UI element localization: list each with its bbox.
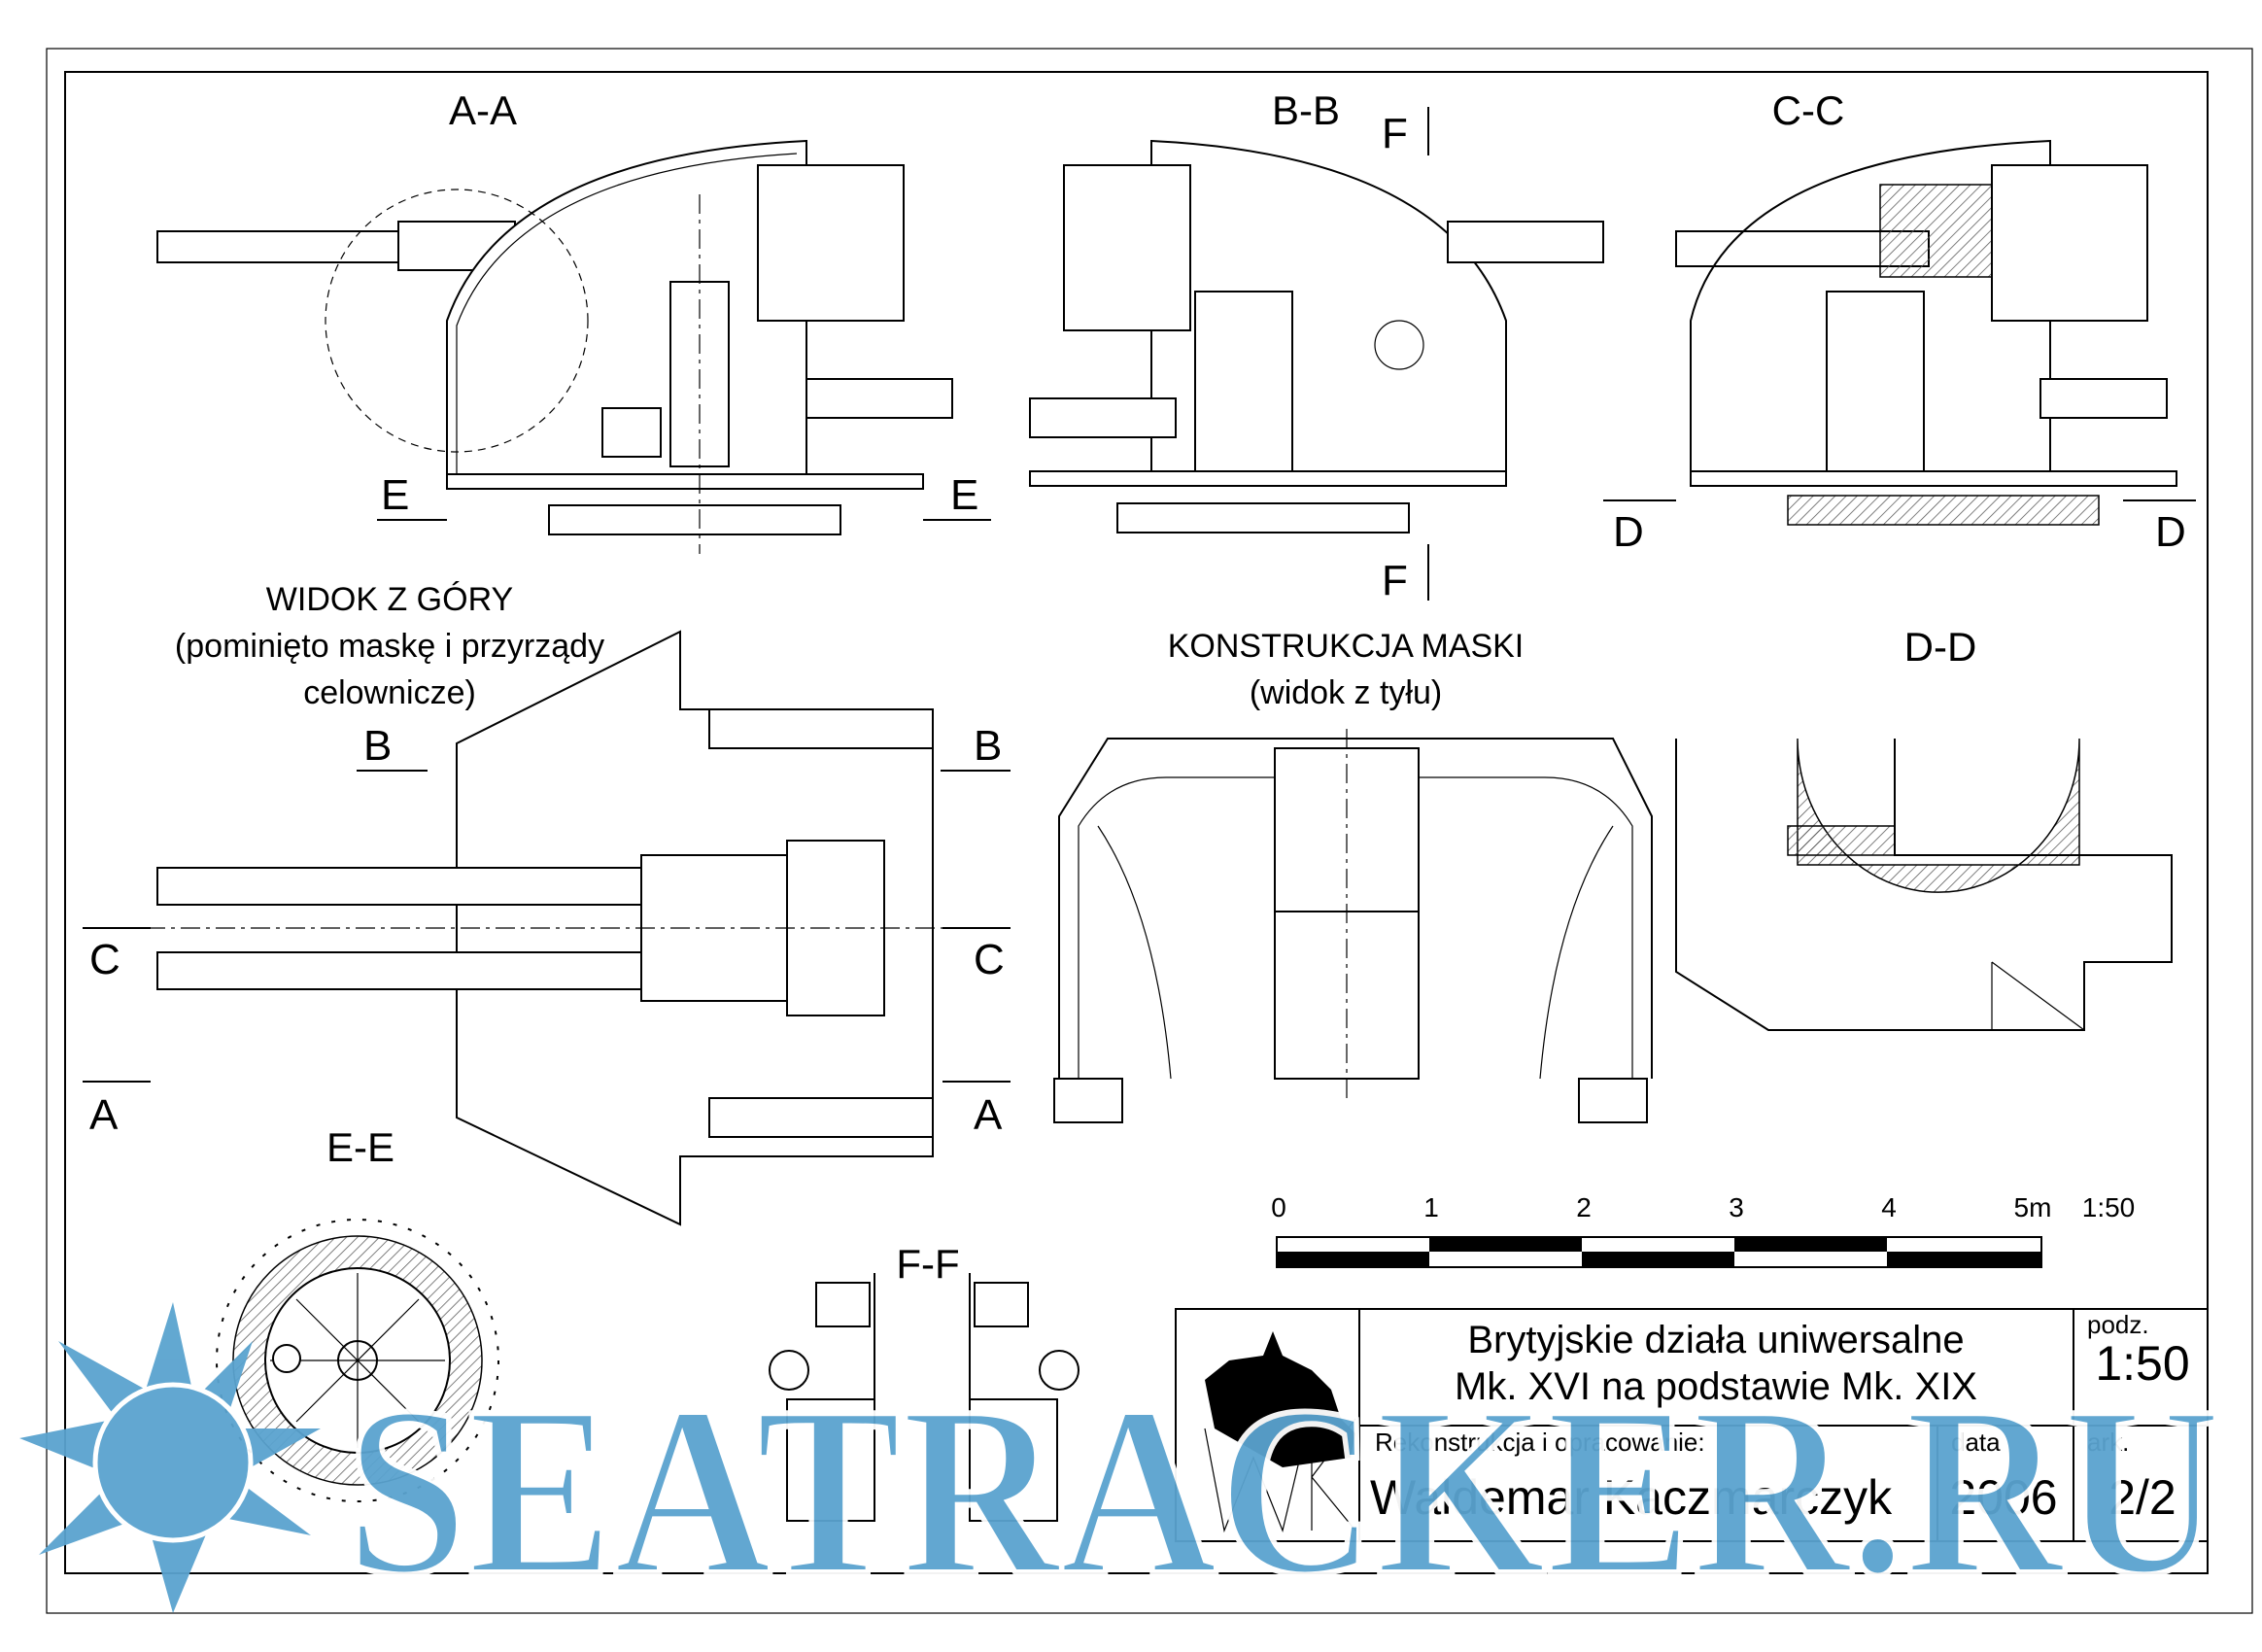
scale-ratio: 1:50 <box>2082 1192 2136 1222</box>
date-value: 2006 <box>1949 1470 2057 1525</box>
title-block: Brytyjskie działa uniwersalne Mk. XVI na… <box>1175 1308 2209 1542</box>
seatracker-watermark: SEATRACKER.RU <box>19 1302 2224 1629</box>
title-line-1: Brytyjskie działa uniwersalne <box>1467 1319 1964 1361</box>
scale-tick-1: 1 <box>1423 1192 1439 1222</box>
marker-e-right: E <box>950 471 978 519</box>
sheet-label: ark. <box>2087 1428 2129 1457</box>
view-title-ff: F-F <box>896 1241 959 1287</box>
view-title-aa: A-A <box>449 87 517 133</box>
wk-logo <box>1204 1331 1356 1533</box>
top-view-note-1: (pominięto maskę i przyrządy <box>175 628 604 665</box>
date-label: data <box>1951 1428 2001 1457</box>
marker-c-right: C <box>974 936 1005 983</box>
marker-d-left: D <box>1613 508 1644 556</box>
scale-label: podz. <box>2087 1310 2149 1339</box>
scale-tick-3: 3 <box>1729 1192 1744 1222</box>
top-view-note-2: celownicze) <box>303 674 476 711</box>
sunburst-icon <box>19 1302 321 1613</box>
view-top-drawing <box>146 630 972 1226</box>
author-name: Waldemar Kaczmarczyk <box>1370 1470 1893 1525</box>
marker-d-right: D <box>2155 508 2186 556</box>
shield-view-title: KONSTRUKCJA MASKI <box>1168 628 1525 665</box>
scale-tick-0: 0 <box>1271 1192 1286 1222</box>
marker-b-left: B <box>363 722 392 770</box>
section-marker-lines <box>83 107 2196 1083</box>
outer-frame <box>46 48 2253 1614</box>
watermark-text: SEATRACKER.RU <box>346 1357 2221 1626</box>
marker-a-left: A <box>89 1091 119 1139</box>
view-aa-drawing <box>156 139 953 554</box>
inner-frame <box>64 71 2209 1574</box>
marker-c-left: C <box>89 936 120 983</box>
scale-tick-5m: 5m <box>2014 1192 2052 1222</box>
view-title-ee: E-E <box>326 1124 394 1170</box>
scale-tick-4: 4 <box>1881 1192 1897 1222</box>
scale-tick-2: 2 <box>1576 1192 1592 1222</box>
view-cc-drawing <box>1675 139 2177 526</box>
view-bb-drawing <box>1029 139 1604 533</box>
marker-f-top: F <box>1382 110 1408 157</box>
scale-bar: 0 1 2 3 4 5m 1:50 <box>1271 1192 2136 1268</box>
view-title-cc: C-C <box>1772 87 1845 133</box>
author-label: Rekonstrukcja i opracowanie: <box>1375 1428 1705 1457</box>
view-dd-drawing <box>1675 738 2173 1031</box>
view-title-dd: D-D <box>1904 624 1977 670</box>
sheet-value: 2/2 <box>2108 1470 2176 1525</box>
shield-view-note: (widok z tyłu) <box>1250 674 1442 711</box>
marker-f-bottom: F <box>1382 557 1408 604</box>
scale-value: 1:50 <box>2095 1336 2189 1391</box>
view-shield-drawing <box>1053 729 1653 1123</box>
view-title-bb: B-B <box>1272 87 1340 133</box>
title-line-2: Mk. XVI na podstawie Mk. XIX <box>1455 1365 1977 1408</box>
top-view-title: WIDOK Z GÓRY <box>266 581 513 618</box>
marker-e-left: E <box>381 471 409 519</box>
marker-a-right: A <box>974 1091 1003 1139</box>
section-markers: E E F F D D B B C C A A <box>89 110 2186 1139</box>
marker-b-right: B <box>974 722 1002 770</box>
view-ff-drawing <box>769 1273 1080 1522</box>
